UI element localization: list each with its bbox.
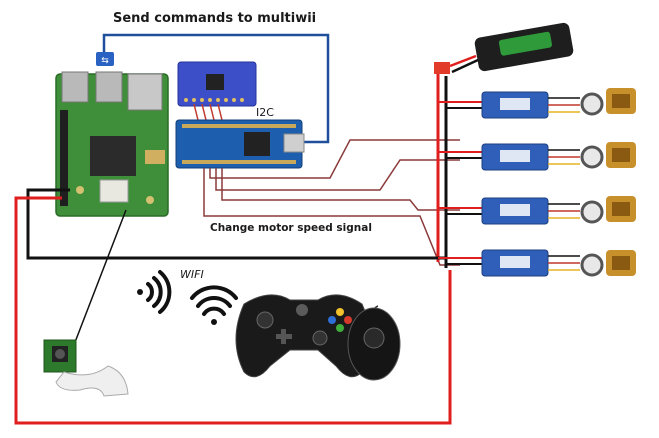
usb-connector: ⇆ xyxy=(96,52,114,66)
send-commands-label: Send commands to multiwii xyxy=(113,11,316,26)
brushless-motor-1 xyxy=(582,88,636,114)
gyro-i2c-module xyxy=(178,62,256,106)
raspberry-pi-board xyxy=(56,72,168,216)
lipo-battery xyxy=(434,22,574,74)
esc-controller-2 xyxy=(482,144,580,170)
brushless-motor-2 xyxy=(582,142,636,168)
camera-cable xyxy=(72,210,126,350)
wifi-signal-icon xyxy=(137,272,169,312)
brushless-motor-4 xyxy=(582,250,636,276)
wifi-label: WIFI xyxy=(180,268,204,281)
change-speed-label: Change motor speed signal xyxy=(210,222,372,234)
wifi-signal-icon-2 xyxy=(192,287,236,325)
camera-module xyxy=(44,340,128,396)
esc-controller-3 xyxy=(482,198,580,224)
svg-text:⇆: ⇆ xyxy=(101,56,109,66)
esc-controller-1 xyxy=(482,92,580,118)
arduino-nano-board xyxy=(176,120,304,168)
brushless-motor-3 xyxy=(582,196,636,222)
i2c-label: I2C xyxy=(256,106,274,119)
esc-controller-4 xyxy=(482,250,580,276)
